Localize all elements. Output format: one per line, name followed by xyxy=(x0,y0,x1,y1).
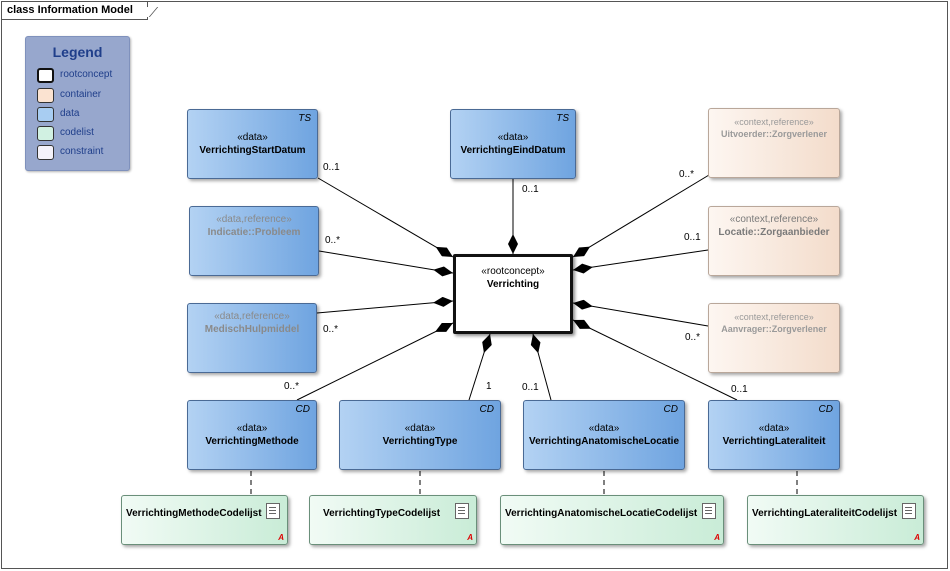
stereotype: «data,reference» xyxy=(214,311,290,322)
class-verrichting-anatomische-locatie[interactable]: CD «data» VerrichtingAnatomischeLocatie xyxy=(523,400,685,470)
constraint-marker: A xyxy=(278,533,284,542)
class-name: VerrichtingLateraliteit xyxy=(722,436,826,447)
root-concept-verrichting[interactable]: «rootconcept» Verrichting xyxy=(453,254,573,334)
class-name: Locatie::Zorgaanbieder xyxy=(718,227,830,238)
stereotype: «data» xyxy=(758,423,790,434)
codelist-verrichting-anatomische-locatie[interactable]: VerrichtingAnatomischeLocatieCodelijst A xyxy=(500,495,724,545)
type-tag: CD xyxy=(295,404,310,415)
constraint-marker: A xyxy=(714,533,720,542)
class-verrichting-start-datum[interactable]: TS «data» VerrichtingStartDatum xyxy=(187,109,318,179)
class-verrichting-methode[interactable]: CD «data» VerrichtingMethode xyxy=(187,400,317,470)
stereotype: «context,reference» xyxy=(734,312,814,322)
class-verrichting-eind-datum[interactable]: TS «data» VerrichtingEindDatum xyxy=(450,109,576,179)
class-name: VerrichtingType xyxy=(382,436,458,447)
legend-label: data xyxy=(60,108,80,119)
reference-aanvrager-zorgverlener[interactable]: «context,reference» Aanvrager::Zorgverle… xyxy=(708,303,840,373)
link-lateraliteit xyxy=(572,319,738,401)
stereotype: «data,reference» xyxy=(216,214,292,225)
multiplicity-probleem: 0..* xyxy=(325,235,341,246)
stereotype: «context,reference» xyxy=(734,117,814,127)
stereotype: «data» xyxy=(237,132,268,143)
legend-label: constraint xyxy=(60,146,104,157)
root-stereotype: «rootconcept» xyxy=(481,266,545,277)
legend-swatch xyxy=(37,107,54,122)
type-tag: TS xyxy=(298,113,311,124)
constraint-marker: A xyxy=(914,533,920,542)
codelist-name: VerrichtingAnatomischeLocatieCodelijst xyxy=(505,508,698,519)
reference-medisch-hulpmiddel[interactable]: «data,reference» MedischHulpmiddel xyxy=(187,303,317,373)
codelist-name: VerrichtingLateraliteitCodelijst xyxy=(752,508,898,519)
codelist-name: VerrichtingTypeCodelijst xyxy=(323,508,441,519)
codelist-verrichting-methode[interactable]: VerrichtingMethodeCodelijst A xyxy=(121,495,288,545)
frame-title: class Information Model xyxy=(2,2,148,20)
link-start xyxy=(317,177,454,258)
link-uitvoerder xyxy=(572,174,710,258)
multiplicity-eind: 0..1 xyxy=(522,184,539,195)
legend: Legend rootconcept container data codeli… xyxy=(25,36,130,171)
link-hulpmiddel xyxy=(316,296,454,314)
class-name: Uitvoerder::Zorgverlener xyxy=(720,129,828,139)
class-name: VerrichtingStartDatum xyxy=(199,145,306,156)
legend-swatch xyxy=(37,88,54,103)
stereotype: «data» xyxy=(497,132,529,143)
document-icon xyxy=(455,503,469,519)
class-name: VerrichtingAnatomischeLocatie xyxy=(528,436,680,447)
stereotype: «data» xyxy=(236,423,268,434)
legend-swatch xyxy=(37,126,54,141)
stereotype: «data» xyxy=(588,423,620,434)
link-type xyxy=(468,333,492,401)
multiplicity-start: 0..1 xyxy=(323,162,340,173)
class-name: VerrichtingMethode xyxy=(205,436,299,447)
multiplicity-uitvoerder: 0..* xyxy=(679,169,695,180)
link-anat-locatie xyxy=(530,333,552,401)
reference-uitvoerder-zorgverlener[interactable]: «context,reference» Uitvoerder::Zorgverl… xyxy=(708,108,840,178)
class-name: MedischHulpmiddel xyxy=(204,324,300,335)
codelist-verrichting-type[interactable]: VerrichtingTypeCodelijst A xyxy=(309,495,477,545)
legend-label: rootconcept xyxy=(60,69,113,80)
link-probleem xyxy=(318,250,454,277)
stereotype: «data» xyxy=(404,423,436,434)
type-tag: CD xyxy=(818,404,833,415)
reference-indicatie-probleem[interactable]: «data,reference» Indicatie::Probleem xyxy=(189,206,319,276)
link-locatie-ref xyxy=(572,249,709,274)
legend-swatch xyxy=(37,68,54,83)
document-icon xyxy=(902,503,916,519)
legend-label: codelist xyxy=(60,127,94,138)
link-aanvrager xyxy=(572,299,709,327)
class-verrichting-type[interactable]: CD «data» VerrichtingType xyxy=(339,400,501,470)
class-name: VerrichtingEindDatum xyxy=(460,145,566,156)
reference-locatie-zorgaanbieder[interactable]: «context,reference» Locatie::Zorgaanbied… xyxy=(708,206,840,276)
class-name: Aanvrager::Zorgverlener xyxy=(721,324,827,334)
multiplicity-aanvrager: 0..* xyxy=(685,332,701,343)
link-methode xyxy=(296,322,454,401)
document-icon xyxy=(702,503,716,519)
type-tag: TS xyxy=(556,113,569,124)
multiplicity-hulpmiddel: 0..* xyxy=(323,324,339,335)
codelist-verrichting-lateraliteit[interactable]: VerrichtingLateraliteitCodelijst A xyxy=(747,495,924,545)
type-tag: CD xyxy=(479,404,494,415)
legend-label: container xyxy=(60,89,102,100)
stereotype: «context,reference» xyxy=(729,214,819,225)
class-verrichting-lateraliteit[interactable]: CD «data» VerrichtingLateraliteit xyxy=(708,400,840,470)
root-name: Verrichting xyxy=(486,279,540,290)
multiplicity-locatie-ref: 0..1 xyxy=(684,232,701,243)
document-icon xyxy=(266,503,280,519)
legend-swatch xyxy=(37,145,54,160)
multiplicity-anat-locatie: 0..1 xyxy=(522,382,539,393)
multiplicity-lateraliteit: 0..1 xyxy=(731,384,748,395)
type-tag: CD xyxy=(663,404,678,415)
codelist-name: VerrichtingMethodeCodelijst xyxy=(126,508,262,519)
multiplicity-type: 1 xyxy=(486,381,492,392)
constraint-marker: A xyxy=(467,533,473,542)
multiplicity-methode: 0..* xyxy=(284,381,300,392)
class-name: Indicatie::Probleem xyxy=(207,227,301,238)
legend-title: Legend xyxy=(52,44,103,60)
